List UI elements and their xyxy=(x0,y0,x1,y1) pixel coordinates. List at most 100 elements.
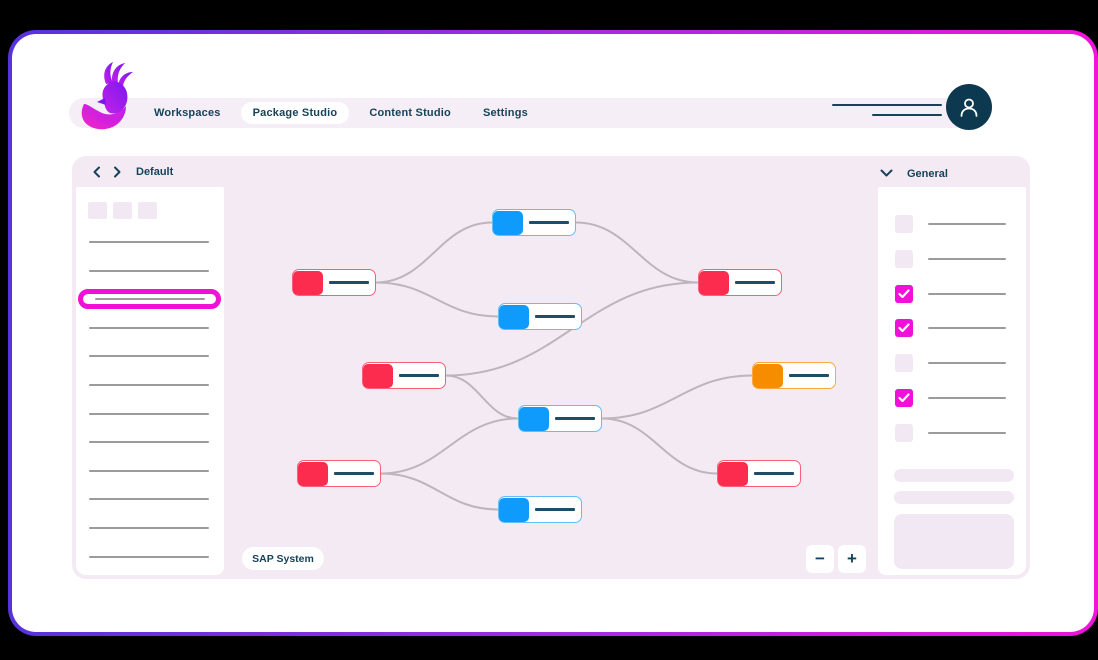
logo-horn-icon xyxy=(118,72,133,88)
sidebar-item[interactable] xyxy=(89,269,209,272)
graph-edge xyxy=(575,221,699,284)
nav-item-settings[interactable]: Settings xyxy=(482,107,528,119)
node-label-placeholder xyxy=(535,508,575,511)
sidebar-item[interactable] xyxy=(89,241,209,243)
thumbnail-square[interactable] xyxy=(138,202,157,219)
graph-edge xyxy=(375,281,499,318)
left-sidebar xyxy=(76,187,224,575)
node-color-block xyxy=(519,406,549,431)
system-badge: SAP System xyxy=(242,547,324,570)
node-color-block xyxy=(499,304,529,329)
node-color-block xyxy=(699,270,729,295)
node-color-block xyxy=(753,363,783,388)
node-label-placeholder xyxy=(555,417,595,420)
checkbox-unchecked[interactable] xyxy=(895,249,913,268)
breadcrumb: Default xyxy=(90,165,173,179)
user-name-placeholder xyxy=(832,104,942,116)
sidebar-item[interactable] xyxy=(89,326,209,329)
checkbox-row xyxy=(878,319,1026,338)
node-label-placeholder xyxy=(329,281,369,284)
nav-item-package-studio[interactable]: Package Studio xyxy=(240,102,350,124)
graph-node-blue[interactable] xyxy=(498,496,582,523)
graph-node-blue[interactable] xyxy=(492,209,576,236)
checkbox-unchecked[interactable] xyxy=(895,423,913,442)
thumbnail-square[interactable] xyxy=(113,202,132,219)
check-icon xyxy=(898,393,910,403)
chevron-left-icon[interactable] xyxy=(90,165,104,179)
graph-node-red[interactable] xyxy=(297,460,381,487)
graph-edge xyxy=(375,221,493,284)
sidebar-item[interactable] xyxy=(89,498,209,501)
checkbox-checked[interactable] xyxy=(895,389,913,407)
zoom-in-button[interactable]: + xyxy=(838,545,866,573)
graph-node-red[interactable] xyxy=(698,269,782,296)
sidebar-thumbnails xyxy=(88,202,157,219)
sidebar-item[interactable] xyxy=(89,555,209,558)
sidebar-item[interactable] xyxy=(89,469,209,472)
zoom-controls: − + xyxy=(806,545,866,573)
node-color-block xyxy=(499,497,529,522)
option-label-placeholder xyxy=(928,292,1006,295)
sidebar-item[interactable] xyxy=(89,412,209,415)
sidebar-item[interactable] xyxy=(89,527,209,529)
node-color-block xyxy=(718,461,748,486)
option-label-placeholder xyxy=(928,397,1006,399)
option-label-placeholder xyxy=(928,223,1006,225)
sidebar-item[interactable] xyxy=(89,441,209,444)
node-color-block xyxy=(293,270,323,295)
user-avatar[interactable] xyxy=(946,84,992,130)
graph-node-red[interactable] xyxy=(292,269,376,296)
option-label-placeholder xyxy=(928,431,1006,434)
graph-edge xyxy=(601,417,718,475)
phoenix-logo xyxy=(76,58,138,130)
checkbox-row xyxy=(878,389,1026,407)
graph-node-blue[interactable] xyxy=(518,405,602,432)
top-navbar xyxy=(69,98,989,128)
nav-item-workspaces[interactable]: Workspaces xyxy=(154,107,221,119)
right-panel-header[interactable]: General xyxy=(880,165,948,183)
graph-node-blue[interactable] xyxy=(498,303,582,330)
node-color-block xyxy=(363,363,393,388)
checkbox-row xyxy=(878,354,1026,373)
graph-node-red[interactable] xyxy=(717,460,801,487)
graph-edge xyxy=(445,374,519,420)
chevron-right-icon[interactable] xyxy=(110,165,124,179)
sidebar-item-selected[interactable] xyxy=(78,289,221,310)
checkbox-unchecked[interactable] xyxy=(895,215,913,233)
checkbox-checked[interactable] xyxy=(895,284,913,303)
graph-node-red[interactable] xyxy=(362,362,446,389)
logo-horn-icon xyxy=(111,63,125,84)
zoom-out-button[interactable]: − xyxy=(806,545,834,573)
logo-beak xyxy=(97,98,106,105)
nav-item-content-studio[interactable]: Content Studio xyxy=(369,107,451,119)
sidebar-item[interactable] xyxy=(89,355,209,358)
checkbox-row xyxy=(878,215,1026,233)
check-icon xyxy=(898,288,910,298)
graph-edge xyxy=(380,472,499,511)
node-label-placeholder xyxy=(735,281,775,284)
node-label-placeholder xyxy=(334,472,374,475)
logo-head xyxy=(102,81,128,114)
checkbox-checked[interactable] xyxy=(895,319,913,338)
workspace-panel: Default General SAP System − + xyxy=(72,156,1030,579)
node-label-placeholder xyxy=(399,374,439,377)
sidebar-item[interactable] xyxy=(89,384,209,386)
option-label-placeholder xyxy=(928,362,1006,365)
person-icon xyxy=(960,98,978,117)
thumbnail-square[interactable] xyxy=(88,202,107,219)
preview-box xyxy=(894,514,1014,569)
app-window: Workspaces Package Studio Content Studio Se… xyxy=(8,30,1098,636)
node-label-placeholder xyxy=(535,315,575,318)
chevron-down-icon[interactable] xyxy=(880,165,893,183)
node-label-placeholder xyxy=(754,472,794,475)
graph-node-orange[interactable] xyxy=(752,362,836,389)
main-nav: Workspaces Package Studio Content Studio Se… xyxy=(142,98,540,128)
graph-edge xyxy=(380,417,519,475)
logo-wing xyxy=(95,108,124,124)
check-icon xyxy=(898,323,910,333)
node-label-placeholder xyxy=(789,374,829,377)
checkbox-row xyxy=(878,284,1026,303)
right-sidebar xyxy=(878,187,1026,575)
checkbox-unchecked[interactable] xyxy=(895,354,913,373)
node-color-block xyxy=(298,461,328,486)
